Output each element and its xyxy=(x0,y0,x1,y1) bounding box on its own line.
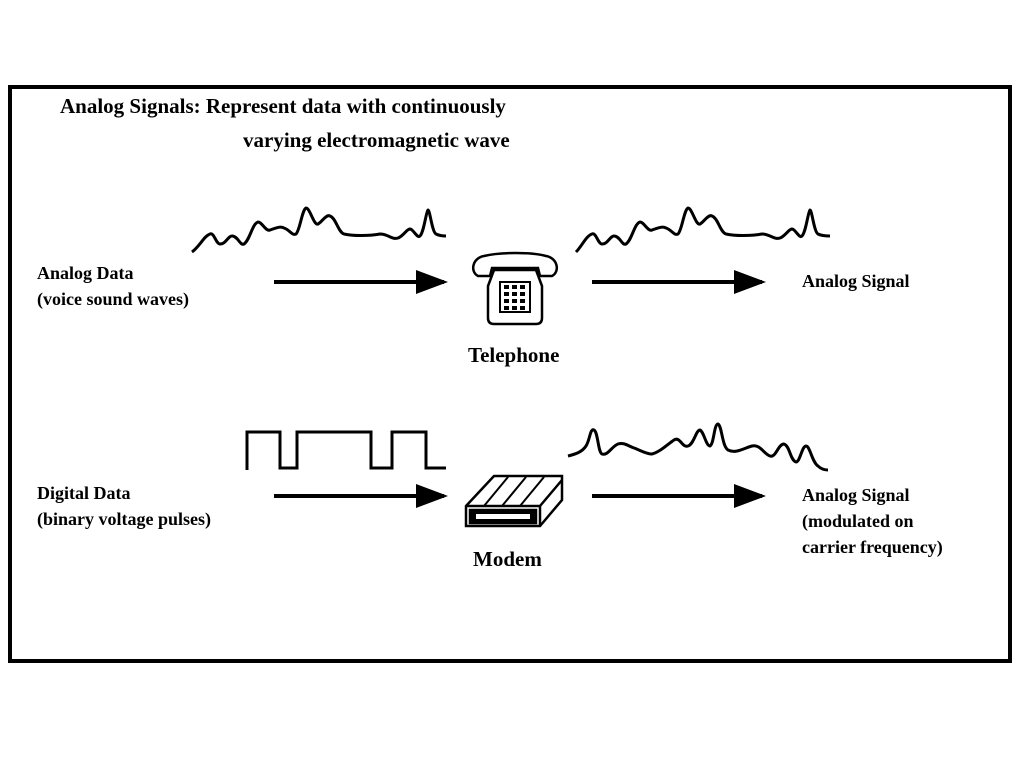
input-analog-waveform xyxy=(191,206,447,254)
diagram-title-line-2: varying electromagnetic wave xyxy=(243,128,510,152)
modem-icon xyxy=(464,474,564,528)
modulated-analog-waveform xyxy=(567,422,829,472)
digital-data-label: Digital Data xyxy=(37,483,131,503)
modulated-signal-label: Analog Signal xyxy=(802,485,910,505)
diagram-title-line-1: Analog Signals: Represent data with cont… xyxy=(60,94,506,118)
telephone-icon xyxy=(471,251,559,326)
digital-data-sublabel: (binary voltage pulses) xyxy=(37,509,212,529)
modem-label: Modem xyxy=(473,547,542,571)
output-analog-waveform xyxy=(574,206,831,254)
modulated-signal-sublabel-1: (modulated on xyxy=(802,511,914,531)
analog-signal-label: Analog Signal xyxy=(802,271,910,291)
modulated-signal-sublabel-2: carrier frequency) xyxy=(802,537,943,557)
telephone-label: Telephone xyxy=(468,343,560,367)
analog-data-label: Analog Data xyxy=(37,263,134,283)
analog-data-sublabel: (voice sound waves) xyxy=(37,289,189,309)
digital-square-waveform xyxy=(245,430,446,470)
diagram-frame xyxy=(8,85,1012,663)
